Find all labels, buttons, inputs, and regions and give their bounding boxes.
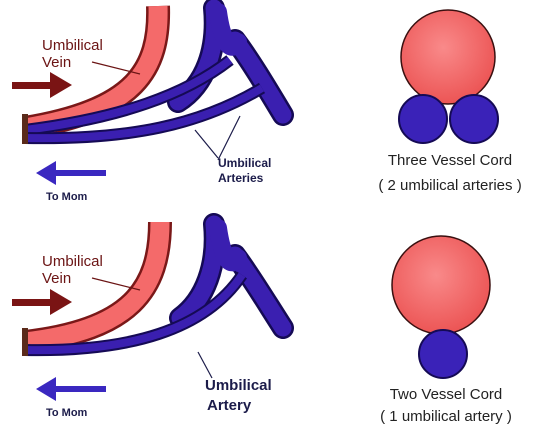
arrow-in-bottom <box>12 289 72 315</box>
vein-label-top-line1: Umbilical <box>42 37 103 54</box>
vein-label-bottom-line2: Vein <box>42 270 71 287</box>
vein-cross-section-bottom <box>392 236 490 334</box>
caption-one-artery: ( 1 umbilical artery ) <box>380 408 512 425</box>
to-mom-label-top: To Mom <box>46 191 88 203</box>
vein-label-bottom-line1: Umbilical <box>42 253 103 270</box>
cord-end-top <box>22 114 28 144</box>
caption-two-arteries: ( 2 umbilical arteries ) <box>378 177 521 194</box>
to-mom-label-bottom: To Mom <box>46 407 88 419</box>
arteries-label-top-line2: Arteries <box>218 171 264 185</box>
arteries-label-top-line1: Umbilical <box>218 156 271 170</box>
caption-two-vessel: Two Vessel Cord <box>390 386 503 403</box>
two-vessel-illustration <box>12 222 283 401</box>
artery-cross-section-single <box>419 330 467 378</box>
arrow-in-top <box>12 72 72 98</box>
artery-label-bottom-line2: Artery <box>207 397 252 414</box>
artery-cross-section-1 <box>399 95 447 143</box>
artery-leader-top-1 <box>195 130 218 158</box>
vein-label-top-line2: Vein <box>42 54 71 71</box>
two-vessel-cross-section <box>392 236 490 378</box>
vein-cross-section-top <box>401 10 495 104</box>
arrow-to-mom-top <box>36 161 106 185</box>
arrow-to-mom-bottom <box>36 377 106 401</box>
caption-three-vessel: Three Vessel Cord <box>388 152 512 169</box>
three-vessel-cross-section <box>399 10 498 143</box>
artery-leader-bottom <box>198 352 212 378</box>
artery-cross-section-2 <box>450 95 498 143</box>
cord-end-bottom <box>22 328 28 356</box>
artery-label-bottom-line1: Umbilical <box>205 377 272 394</box>
artery-leader-top-2 <box>218 116 240 160</box>
